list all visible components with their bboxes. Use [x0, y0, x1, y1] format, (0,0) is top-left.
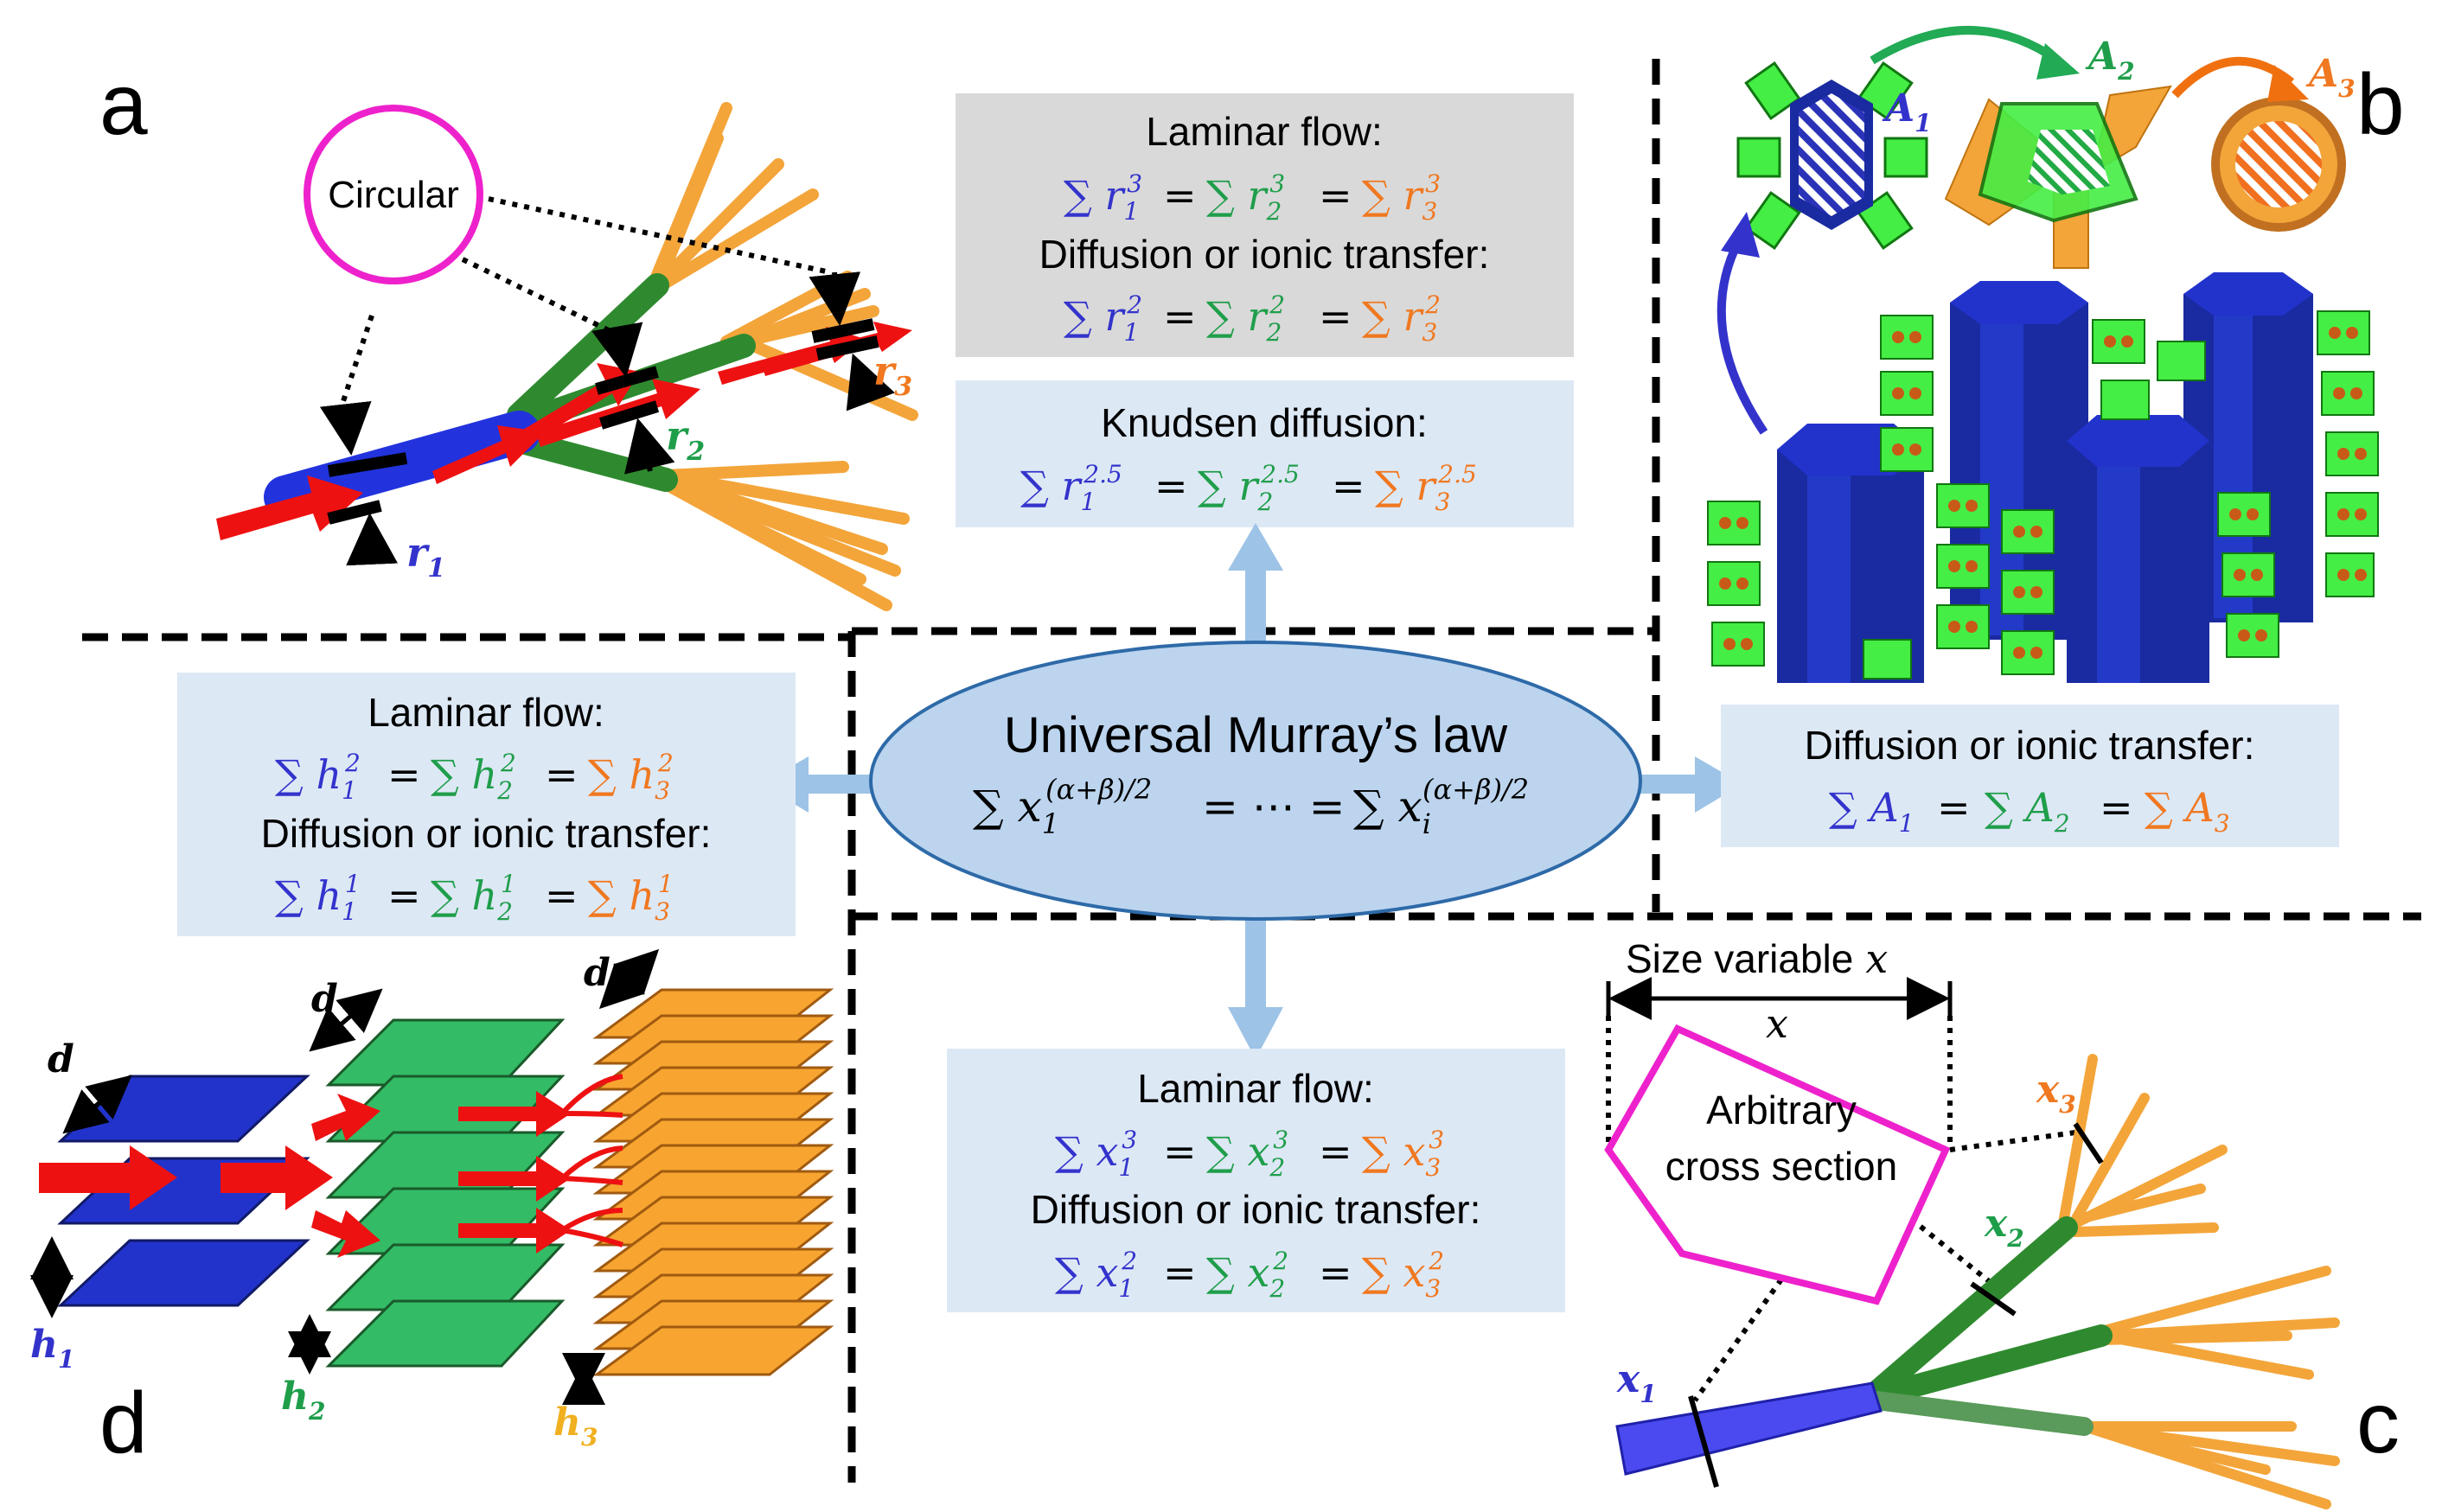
knudsen-title: Knudsen diffusion:	[1101, 400, 1428, 445]
svg-text:=: =	[1163, 293, 1197, 340]
box-bottom-line3: Diffusion or ionic transfer:	[1031, 1187, 1481, 1232]
svg-text:=: =	[1163, 1128, 1197, 1175]
svg-text:∑ h22: ∑ h22	[431, 749, 516, 805]
svg-text:=: =	[545, 751, 579, 798]
box-laminar-diffusion-r	[956, 93, 1574, 357]
a3-ring	[2211, 97, 2346, 232]
h3-label: h3	[553, 1400, 598, 1451]
svg-text:∑ r33: ∑ r33	[1362, 169, 1441, 226]
svg-text:=: =	[1319, 1249, 1352, 1296]
box-gray-line1: Laminar flow:	[1146, 109, 1383, 154]
svg-text:=: =	[1163, 172, 1197, 219]
box-gray-eq-a: ∑ r13 = ∑ r23 = ∑ r33	[1064, 169, 1441, 226]
svg-text:=: =	[1154, 463, 1188, 509]
svg-text:= ⋯ =: = ⋯ =	[1202, 782, 1346, 832]
svg-text:∑ h32: ∑ h32	[588, 749, 674, 805]
A1-label: A1	[1882, 86, 1932, 137]
r2-label: r2	[666, 412, 705, 467]
panel-label-a: a	[99, 56, 148, 153]
d-label-3: d	[584, 951, 610, 995]
a2-junction	[1944, 85, 2172, 269]
size-x-label: x	[1766, 1000, 1788, 1047]
svg-text:∑ x32: ∑ x32	[1362, 1247, 1444, 1303]
svg-text:=: =	[545, 872, 579, 919]
svg-text:∑ r12: ∑ r12	[1064, 290, 1142, 347]
box-left-eq-a: ∑ h12 = ∑ h22 = ∑ h32	[275, 749, 674, 805]
box-gray-eq-b: ∑ r12 = ∑ r22 = ∑ r32	[1064, 290, 1441, 347]
panel-d-illustration	[30, 948, 834, 1405]
r3-label: r3	[873, 348, 912, 402]
A3-label: A3	[2305, 52, 2356, 103]
svg-text:∑ h31: ∑ h31	[588, 870, 674, 926]
svg-text:∑ x22: ∑ x22	[1206, 1247, 1288, 1303]
box-left-line3: Diffusion or ionic transfer:	[261, 811, 712, 856]
knudsen-eq: ∑ r12.5 = ∑ r22.5 = ∑ r32.5	[1020, 460, 1477, 516]
svg-text:=: =	[387, 751, 421, 798]
svg-text:∑ r22: ∑ r22	[1206, 290, 1285, 347]
panel-label-d: d	[99, 1375, 148, 1471]
center-equation: ∑ x1(α+β)/2 = ⋯ = ∑ xi(α+β)/2	[973, 773, 1529, 840]
panel-label-b: b	[2356, 56, 2405, 153]
svg-text:∑ A3: ∑ A3	[2145, 784, 2230, 838]
panel-a-tube-network	[216, 102, 918, 611]
arbitrary-cross-section	[1604, 1024, 1951, 1305]
h1-label: h1	[30, 1323, 74, 1374]
svg-text:∑ h21: ∑ h21	[431, 870, 516, 926]
svg-text:∑ x12: ∑ x12	[1055, 1247, 1137, 1303]
box-bottom-eq-b: ∑ x12 = ∑ x22 = ∑ x32	[1055, 1247, 1444, 1303]
svg-text:∑ h12: ∑ h12	[275, 749, 361, 805]
svg-text:=: =	[1332, 463, 1365, 509]
circular-cross-section	[304, 105, 483, 284]
svg-text:∑ r32: ∑ r32	[1362, 290, 1441, 347]
hex-pillars	[1707, 272, 2379, 683]
svg-text:∑ r13: ∑ r13	[1064, 169, 1142, 226]
svg-text:∑ x1(α+β)/2: ∑ x1(α+β)/2	[973, 773, 1152, 840]
x2-label: x2	[1984, 1202, 2024, 1253]
box-right-eq: ∑ A1 = ∑ A2 = ∑ A3	[1829, 784, 2230, 838]
arbitrary-line1: Arbitrary	[1706, 1088, 1857, 1132]
box-left-line1: Laminar flow:	[368, 690, 604, 735]
a1-hexagon	[1736, 61, 1928, 251]
svg-text:∑ x23: ∑ x23	[1206, 1126, 1288, 1182]
universal-murray-ellipse	[869, 641, 1642, 921]
h2-label: h2	[281, 1375, 325, 1426]
d-label-1: d	[48, 1037, 74, 1081]
box-left-eq-b: ∑ h11 = ∑ h21 = ∑ h31	[275, 870, 674, 926]
d-label-2: d	[311, 977, 338, 1021]
panel-b-illustration: A1 A2 A3	[1707, 26, 2379, 683]
box-diffusion-A	[1721, 705, 2339, 847]
center-title: Universal Murray’s law	[1004, 707, 1508, 763]
A2-label: A2	[2085, 35, 2135, 86]
svg-text:=: =	[1319, 293, 1352, 340]
svg-text:∑ x13: ∑ x13	[1055, 1126, 1137, 1182]
box-laminar-diffusion-h	[177, 673, 796, 936]
x1-label: x1	[1616, 1357, 1657, 1408]
svg-text:=: =	[1319, 172, 1352, 219]
box-bottom-line1: Laminar flow:	[1137, 1066, 1374, 1111]
svg-text:=: =	[2100, 784, 2133, 831]
svg-text:∑ h11: ∑ h11	[275, 870, 361, 926]
box-laminar-diffusion-x	[947, 1049, 1565, 1312]
arbitrary-line2: cross section	[1665, 1144, 1897, 1189]
svg-text:=: =	[387, 872, 421, 919]
svg-text:∑ r23: ∑ r23	[1206, 169, 1285, 226]
r1-label: r1	[406, 529, 445, 584]
svg-text:=: =	[1163, 1249, 1197, 1296]
panel-label-c: c	[2356, 1375, 2400, 1471]
circular-label: Circular	[328, 174, 459, 216]
svg-text:=: =	[1937, 784, 1971, 831]
box-right-title: Diffusion or ionic transfer:	[1805, 723, 2255, 768]
svg-text:=: =	[1319, 1128, 1352, 1175]
box-gray-line3: Diffusion or ionic transfer:	[1039, 232, 1490, 277]
box-knudsen	[956, 380, 1574, 527]
panel-c-tube-network	[1615, 1054, 2340, 1509]
svg-text:∑ xi(α+β)/2: ∑ xi(α+β)/2	[1353, 773, 1529, 840]
box-bottom-eq-a: ∑ x13 = ∑ x23 = ∑ x33	[1055, 1126, 1444, 1182]
svg-text:∑ x33: ∑ x33	[1362, 1126, 1444, 1182]
x3-label: x3	[2036, 1068, 2076, 1119]
